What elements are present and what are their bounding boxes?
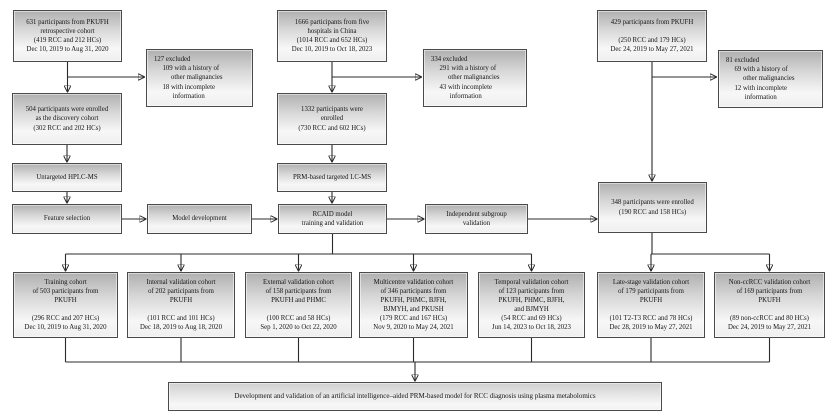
box-enrolled-348: 348 participants were enrolled(190 RCC a… (598, 182, 707, 233)
box-model-development: Model development (147, 204, 252, 234)
box-prm-targeted-lc-ms: PRM-based targeted LC-MS (277, 163, 387, 192)
box-excluded-334: 334 excluded 291 with a history of other… (423, 49, 527, 107)
box-untargeted-hplc-ms: Untargeted HPLC-MS (12, 163, 122, 192)
box-pkufh-429: 429 participants from PKUFH (250 RCC and… (597, 10, 707, 62)
box-feature-selection: Feature selection (12, 204, 122, 234)
box-study-summary: Development and validation of an artific… (168, 382, 662, 411)
box-excluded-127: 127 excluded 109 with a history of other… (146, 49, 253, 107)
box-excluded-81: 81 excluded 69 with a history of other m… (718, 50, 823, 108)
